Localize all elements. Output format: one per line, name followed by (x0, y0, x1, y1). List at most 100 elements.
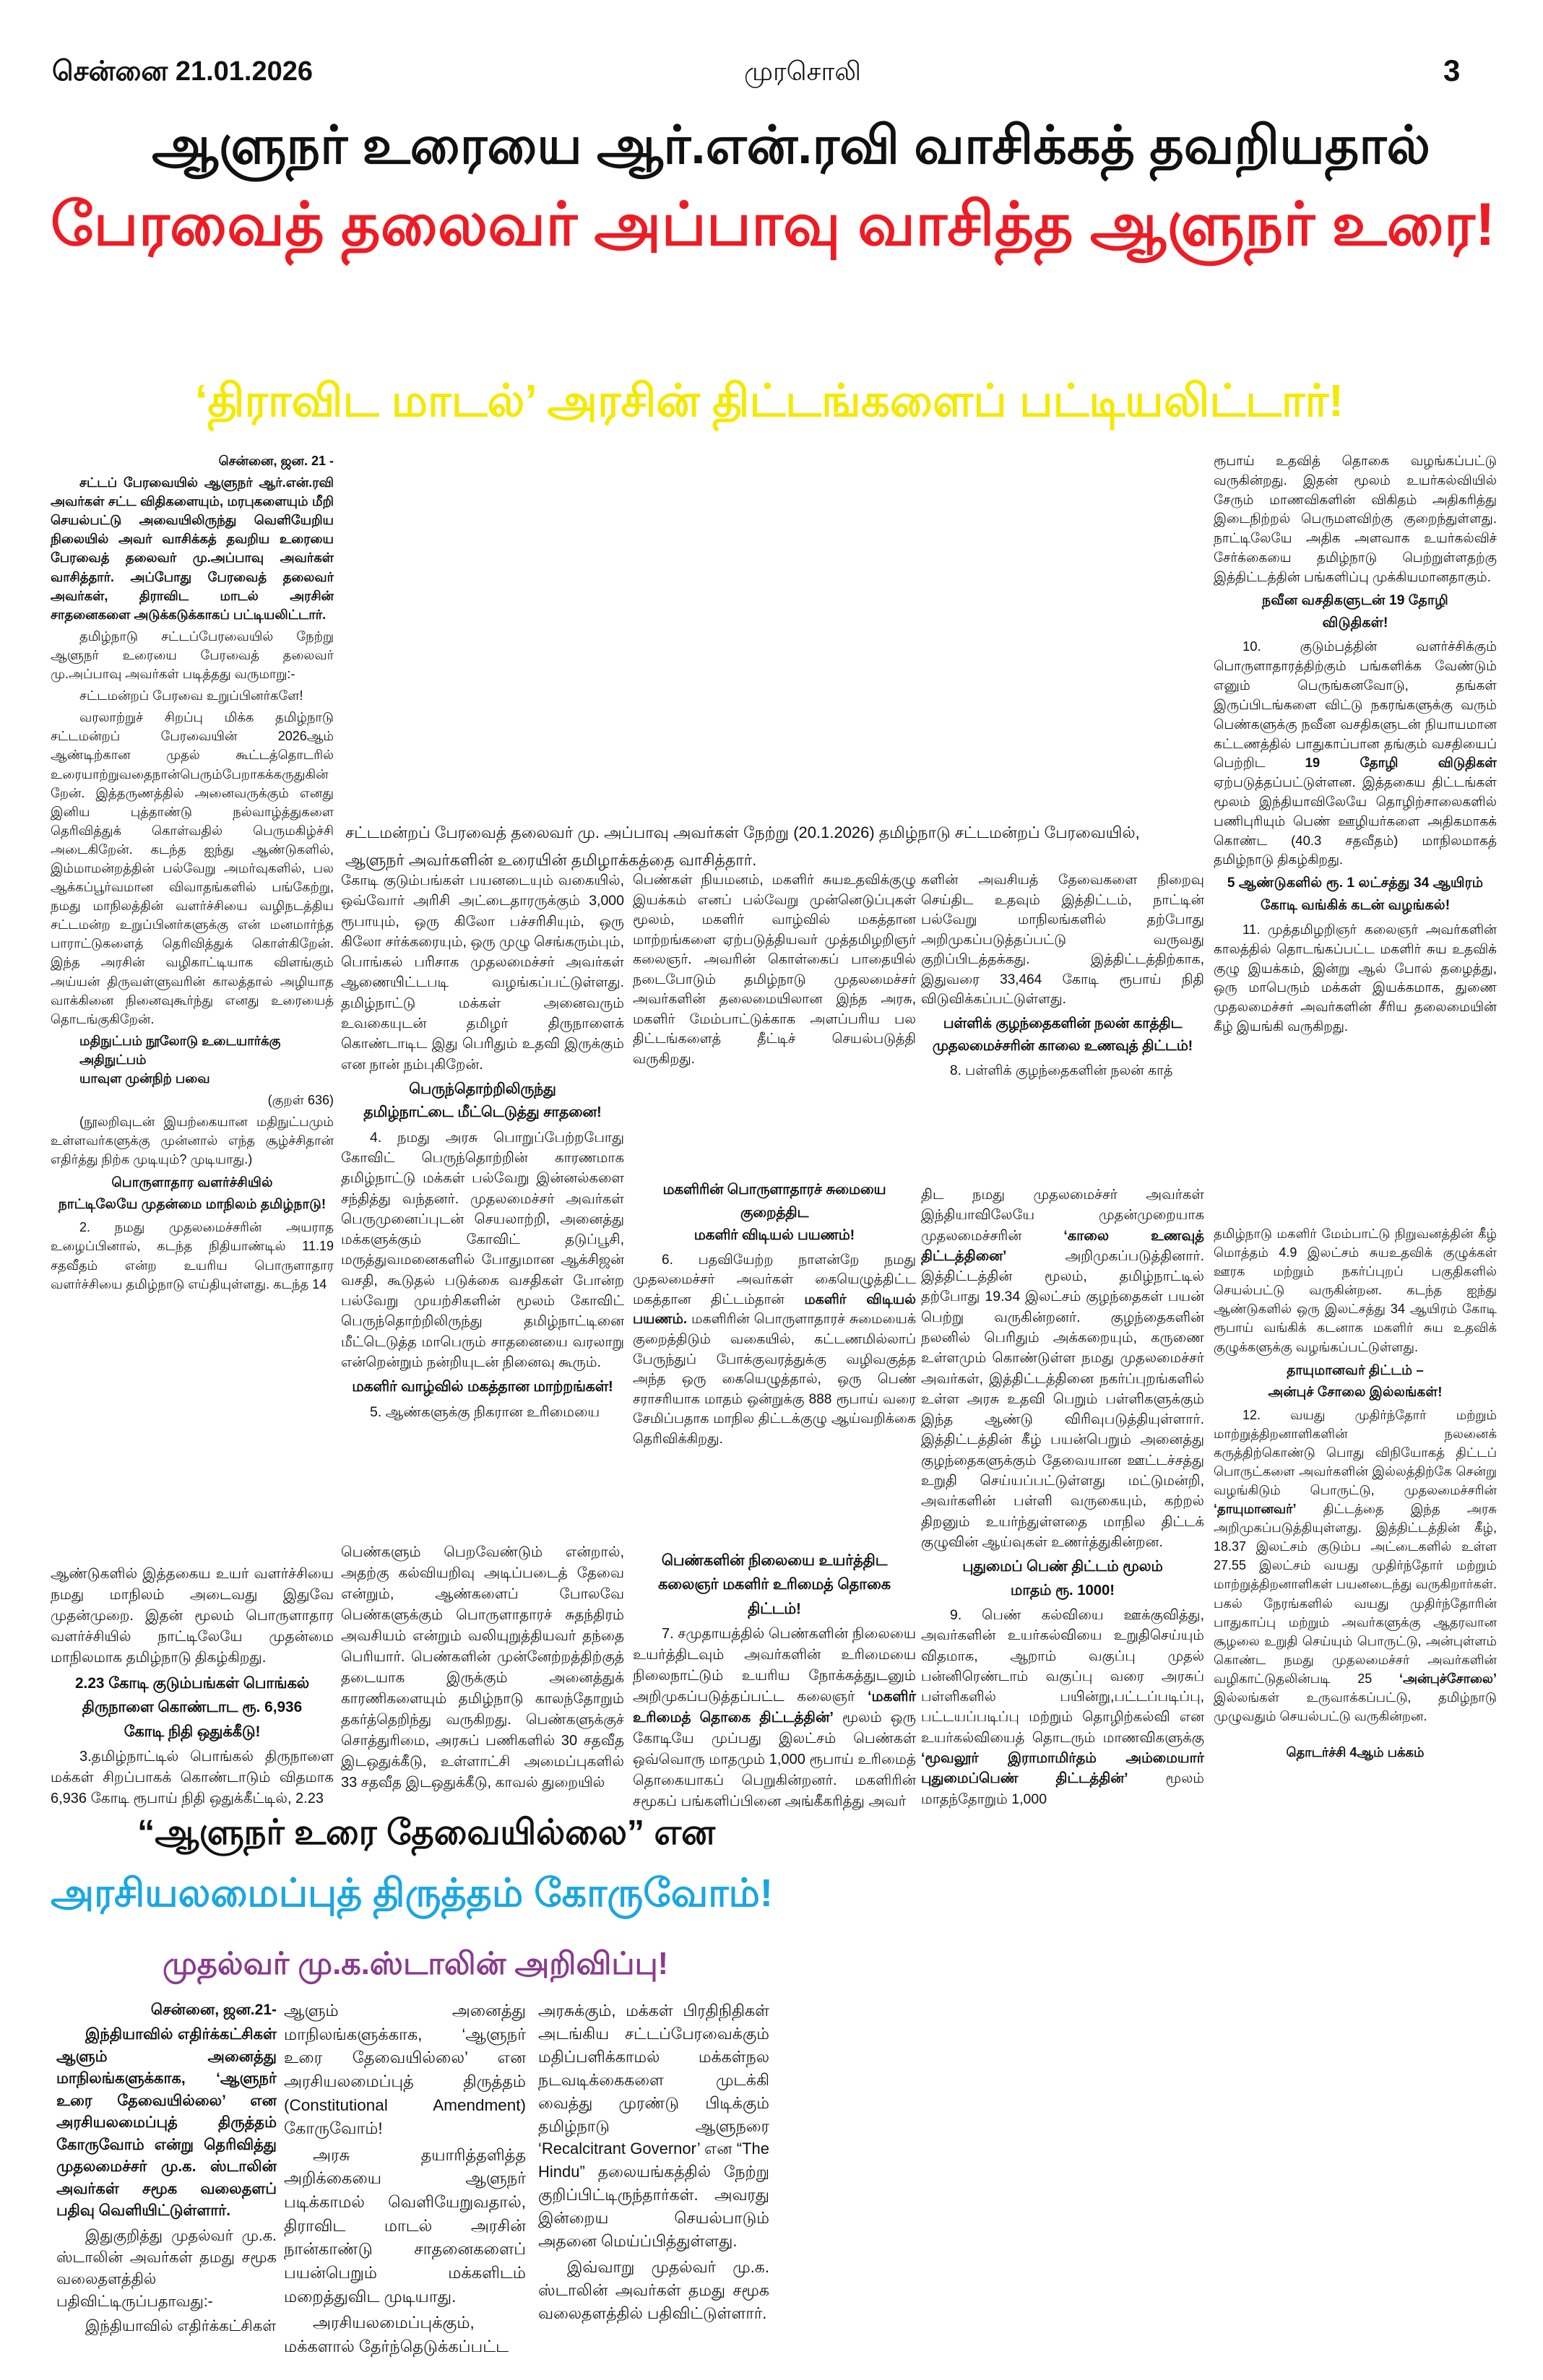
line: பெருந்தொற்றிலிருந்து (409, 1081, 556, 1097)
bold-text: ‘மூவலூர் இராமாமிர்தம் அம்மையார் புதுமைப்… (921, 1749, 1204, 1787)
line: நாட்டிலேயே முதன்மை மாநிலம் தமிழ்நாடு! (58, 1196, 327, 1212)
text-run: ஏற்படுத்தப்பட்டுள்ளன. இத்தகைய திட்டங்கள்… (1214, 774, 1497, 867)
paragraph: 6. பதவியேற்ற நாளன்றே நமது முதலமைச்சர் அவ… (633, 1250, 916, 1449)
subheading: மகளிர் வாழ்வில் மகத்தான மாற்றங்கள்! (341, 1375, 624, 1398)
column-1-top: சென்னை, ஜன. 21 - சட்டப் பேரவையில் ஆளுநர் … (51, 451, 334, 1329)
paragraph: 3.தமிழ்நாட்டில் பொங்கல் திருநாளை மக்கள் … (51, 1748, 334, 1806)
kural-verse: மதிநுட்பம் நூலோடு உடையார்க்கு அதிநுட்பம்… (51, 1031, 334, 1088)
paragraph: சட்டப் பேரவையில் ஆளுநர் ஆர்.என்.ரவி அவர்… (51, 475, 334, 622)
line: மகளிர் வாழ்வில் மகத்தான மாற்றங்கள்! (352, 1379, 613, 1395)
line: நவீன வசதிகளுடன் 19 தோழி (1262, 592, 1448, 608)
text-run: 6. பதவியேற்ற நாளன்றே நமது முதலமைச்சர் அவ… (633, 1252, 916, 1307)
line: விடுதிகள்! (1322, 615, 1388, 631)
paragraph: கோடி குடும்பங்கள் பயனடையும் வகையில், ஒவ்… (341, 873, 624, 1073)
paragraph: வரலாற்றுச் சிறப்பு மிக்க தமிழ்நாடு சட்டம… (51, 710, 334, 1026)
column-4-top: களின் அவசியத் தேவைகளை நிறைவு செய்திட உதவ… (921, 870, 1204, 1083)
column-3-bottom: பெண்களின் நிலையை உயர்த்திட கலைஞர் மகளிர் … (633, 1546, 916, 1813)
line: மதிநுட்பம் நூலோடு உடையார்க்கு அதிநுட்பம் (79, 1033, 281, 1067)
subheading: நவீன வசதிகளுடன் 19 தோழி விடுதிகள்! (1214, 590, 1497, 635)
line: 5 ஆண்டுகளில் ரூ. 1 லட்சத்து 34 ஆயிரம் (1227, 875, 1484, 891)
line: புதுமைப் பெண் திட்டம் மூலம் (962, 1559, 1163, 1575)
second-story-headline-box: அரசியலமைப்புத் திருத்தம் கோருவோம்! (51, 1871, 773, 1916)
line: மகளிர் விடியல் பயணம்! (693, 1227, 855, 1244)
line: கோடி வங்கிக் கடன் வழங்கல்! (1260, 898, 1451, 914)
column-3-top: பெண்கள் நியமனம், மகளிர் சுயஉதவிக்குழு இய… (633, 870, 916, 1087)
second-story-kicker: “ஆளுநர் உரை தேவையில்லை” என (137, 1813, 715, 1852)
paragraph: ரூபாய் உதவித் தொகை வழங்கப்பட்டு வருகின்ற… (1214, 453, 1497, 584)
line: பள்ளிக் குழந்தைகளின் நலன் காத்திட (943, 1015, 1183, 1031)
bold-text: ‘அன்புச்சோலை’ (1399, 1671, 1497, 1686)
page-number: 3 (1443, 53, 1461, 87)
bold-text: 19 தோழி விடுதிகள் (1305, 755, 1497, 771)
subheading: மகளிரின் பொருளாதாரச் சுமையை குறைத்திட மகள… (633, 1179, 916, 1247)
paragraph: 9. பெண் கல்வியை ஊக்குவித்து, அவர்களின் உ… (921, 1605, 1204, 1809)
second-story-subhead: முதல்வர் மு.க.ஸ்டாலின் அறிவிப்பு! (163, 1947, 669, 1981)
paragraph: அரசியலமைப்புக்கும், மக்களால் தேர்ந்தெடுக… (284, 2314, 509, 2355)
paragraph: தமிழ்நாடு மகளிர் மேம்பாட்டு நிறுவனத்தின்… (1214, 1226, 1497, 1354)
second-story-subhead-box: முதல்வர் மு.க.ஸ்டாலின் அறிவிப்பு! (163, 1947, 668, 1983)
subheading: பெண்களின் நிலையை உயர்த்திட கலைஞர் மகளிர் … (633, 1549, 916, 1621)
text-run: மூலம் மாதந்தோறும் 1,000 (921, 1770, 1204, 1807)
paragraph: 4. நமது அரசு பொறுப்பேற்றபோது கோவிட் பெரு… (341, 1129, 624, 1370)
column-3-middle: மகளிரின் பொருளாதாரச் சுமையை குறைத்திட மகள… (633, 1176, 916, 1454)
line: தாயுமானவர் திட்டம் – (1287, 1362, 1424, 1377)
second-story-column-1: சென்னை, ஜன.21- இந்தியாவில் எதிர்க்கட்சிகள… (56, 1999, 277, 2360)
column-2-top: கோடி குடும்பங்கள் பயனடையும் வகையில், ஒவ்… (341, 870, 624, 1470)
headline-kicker-box: ஆளுநர் உரையை ஆர்.என்.ரவி வாசிக்கத் தவறிய… (152, 116, 1430, 176)
text-run: 12. வயது முதிர்ந்தோர் மற்றும் மாற்றுத்தி… (1214, 1407, 1497, 1497)
headline-sub: ‘திராவிட மாடல்’ அரசின் திட்டங்களைப் பட்ட… (195, 376, 1344, 426)
paragraph: 10. குடும்பத்தின் வளர்ச்சிக்கும் பொருளாத… (1214, 637, 1497, 870)
line: மகளிரின் பொருளாதாரச் சுமையை குறைத்திட (662, 1182, 886, 1221)
line: கோடி நிதி ஒதுக்கீடு! (124, 1723, 261, 1740)
subheading: பொருளாதார வளர்ச்சியில் நாட்டிலேயே முதன்மை… (51, 1172, 334, 1215)
line: தமிழ்நாட்டை மீட்டெடுத்து சாதனை! (363, 1104, 602, 1121)
paragraph: களின் அவசியத் தேவைகளை நிறைவு செய்திட உதவ… (921, 873, 1204, 1008)
line: பொருளாதார வளர்ச்சியில் (111, 1174, 273, 1190)
paragraph: இந்தியாவில் எதிர்க்கட்சிகள் (85, 2318, 277, 2335)
headline-kicker: ஆளுநர் உரையை ஆர்.என்.ரவி வாசிக்கத் தவறிய… (152, 116, 1430, 175)
paragraph: பெண்களும் பெறவேண்டும் என்றால், அதற்கு கல… (341, 1544, 624, 1791)
text-run: திட நமது முதலமைச்சர் அவர்கள் இந்தியாவிலே… (921, 1187, 1204, 1244)
newspaper-name: முரசொலி (744, 56, 861, 86)
text-run: மூலம் ஒரு கோடியே முப்பது இலட்சம் பெண்கள்… (633, 1709, 916, 1809)
paragraph: ஆண்டுகளில் இத்தகைய உயர் வளர்ச்சியை நமது … (51, 1566, 334, 1666)
bold-text: மகளிர் விடியல் பயணம். (633, 1291, 916, 1328)
line: பெண்களின் நிலையை உயர்த்திட (661, 1552, 888, 1569)
paragraph: 12. வயது முதிர்ந்தோர் மற்றும் மாற்றுத்தி… (1214, 1406, 1497, 1726)
paragraph: 5. ஆண்களுக்கு நிகரான உரிமையை (370, 1403, 600, 1420)
paragraph: (நூலறிவுடன் இயற்கையான மதிநுட்பமும் உள்ளவ… (51, 1115, 334, 1167)
second-story-column-2: ஆளும் அனைத்து மாநிலங்களுக்காக, ‘ஆளுநர் உ… (284, 1999, 526, 2360)
dateline: சென்னை, ஜன.21- (150, 2002, 277, 2018)
text-run: 7. சமுதாயத்தில் பெண்களின் நிலையை உயர்த்த… (633, 1625, 916, 1705)
column-1-bottom: ஆண்டுகளில் இத்தகைய உயர் வளர்ச்சியை நமது … (51, 1564, 334, 1813)
subheading: 5 ஆண்டுகளில் ரூ. 1 லட்சத்து 34 ஆயிரம் கோட… (1214, 873, 1497, 917)
paragraph: திட நமது முதலமைச்சர் அவர்கள் இந்தியாவிலே… (921, 1185, 1204, 1552)
column-4-bottom: திட நமது முதலமைச்சர் அவர்கள் இந்தியாவிலே… (921, 1185, 1204, 1813)
paragraph: இவ்வாறு முதல்வர் மு.க. ஸ்டாலின் அவர்கள் … (538, 2257, 769, 2322)
paragraph: 11. முத்தமிழறிஞர் கலைஞர் அவர்களின் காலத்… (1214, 921, 1497, 1034)
continued-note: தொடர்ச்சி 4ஆம் பக்கம் (1286, 1745, 1425, 1760)
second-story-kicker-box: “ஆளுநர் உரை தேவையில்லை” என (137, 1813, 715, 1853)
paragraph: சட்டமன்றப் பேரவை உறுப்பினர்களே! (79, 688, 303, 704)
edition-dateline: சென்னை 21.01.2026 (52, 56, 314, 87)
text-run: 9. பெண் கல்வியை ஊக்குவித்து, அவர்களின் உ… (921, 1606, 1204, 1746)
line: கலைஞர் மகளிர் உரிமைத் தொகை திட்டம்! (657, 1576, 891, 1617)
headline-main: பேரவைத் தலைவர் அப்பாவு வாசித்த ஆளுநர் உர… (51, 190, 1495, 258)
photo-caption: சட்டமன்றப் பேரவைத் தலைவர் மு. அப்பாவு அவ… (345, 823, 1140, 869)
text-run: இல்லங்கள் உருவாக்கப்பட்டு, தமிழ்நாடு முழ… (1214, 1689, 1497, 1724)
line: திருநாளை கொண்டாட ரூ. 6,936 (82, 1699, 303, 1716)
column-5-top: ரூபாய் உதவித் தொகை வழங்கப்பட்டு வருகின்ற… (1214, 451, 1497, 1055)
dateline: சென்னை, ஜன. 21 - (218, 454, 334, 468)
paragraph: இந்தியாவில் எதிர்க்கட்சிகள் ஆளும் அனைத்த… (56, 2026, 277, 2220)
headline-main-box: பேரவைத் தலைவர் அப்பாவு வாசித்த ஆளுநர் உர… (51, 189, 1495, 259)
headline-sub-box: ‘திராவிட மாடல்’ அரசின் திட்டங்களைப் பட்ட… (195, 376, 1344, 428)
paragraph: (குறள் 636) (267, 1093, 334, 1108)
paragraph: அரசு தயாரித்தளித்த அறிக்கையை ஆளுநர் படிக… (284, 2145, 526, 2306)
subheading: பெருந்தொற்றிலிருந்து தமிழ்நாட்டை மீட்டெடு… (341, 1078, 624, 1125)
text-run: மகளிரின் பொருளாதாரச் சுமையைக் குறைத்திடு… (633, 1312, 916, 1447)
subheading: தாயுமானவர் திட்டம் –அன்புச் சோலை இல்லங்க… (1214, 1359, 1497, 1403)
paragraph: 2. நமது முதலமைச்சரின் அயராத உழைப்பினால்,… (51, 1220, 334, 1291)
second-story-column-3: அரசுக்கும், மக்கள் பிரதிநிதிகள் அடங்கிய … (538, 1999, 769, 2360)
bold-text: ‘மகளிர் உரிமைத் தொகை திட்டத்தின்’ (633, 1688, 916, 1726)
